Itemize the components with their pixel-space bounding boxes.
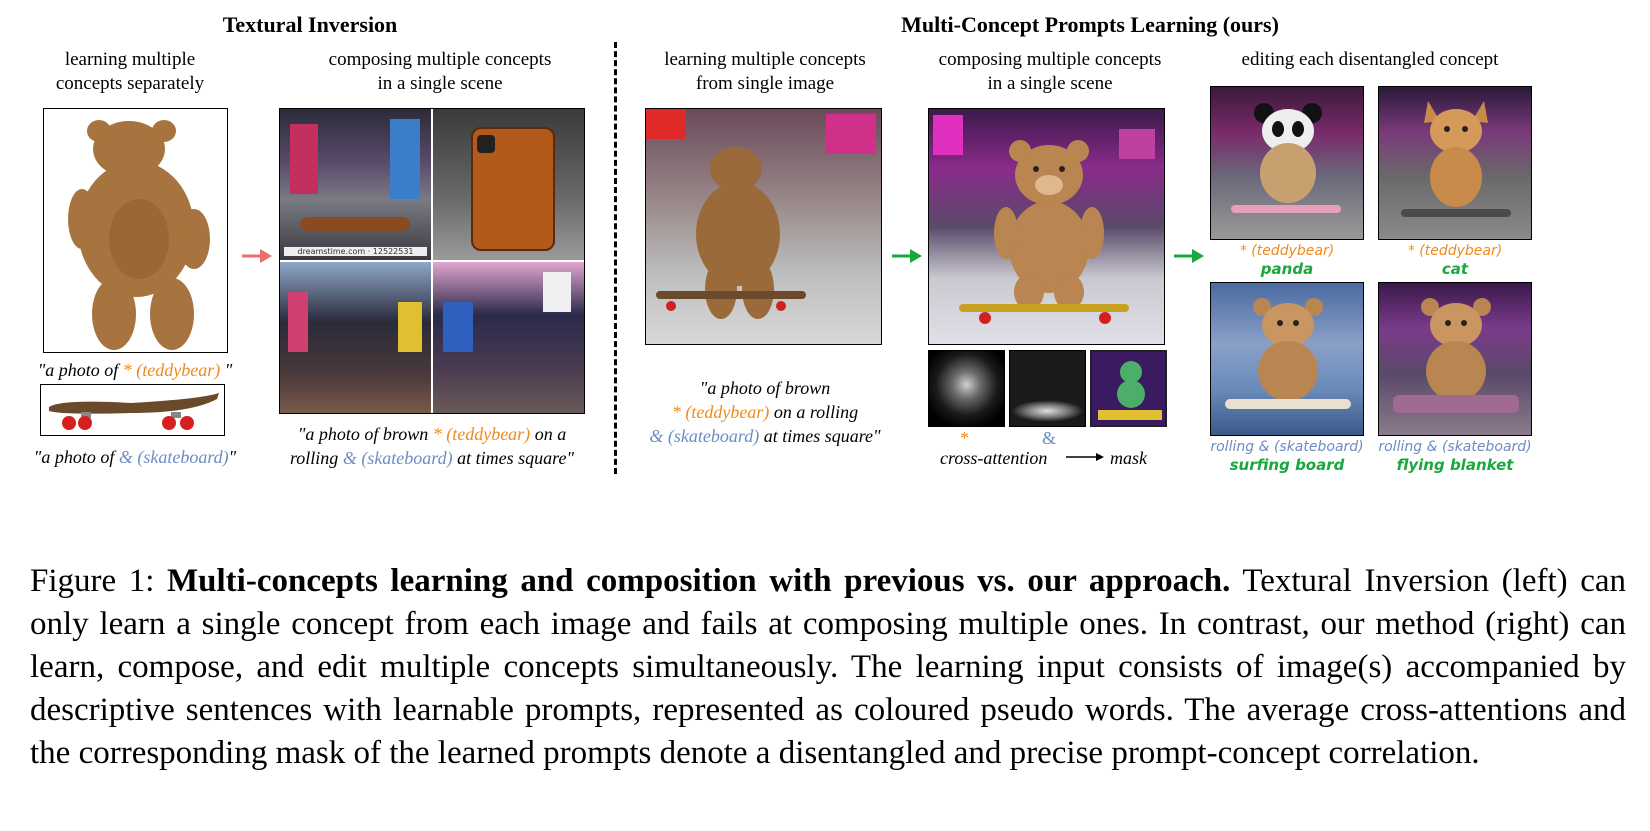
arrow-right-icon: [892, 249, 922, 263]
right-learn-prompt: "a photo of brown * (teddybear) on a rol…: [630, 376, 900, 448]
subtitle-line: from single image: [695, 73, 835, 94]
prompt-text: on a: [530, 424, 567, 444]
left-prompt-skateboard: "a photo of & (skateboard)": [20, 445, 250, 469]
compose-prompt-line: "a photo of brown * (teddybear) on a: [262, 422, 602, 446]
mask-label: mask: [1110, 448, 1147, 468]
teddybear-token: * (teddybear): [671, 402, 770, 422]
prompt-text: rolling: [289, 448, 343, 468]
ti-grid-street-2: [280, 262, 431, 413]
edit-word: flying blanket: [1396, 456, 1514, 474]
teddybear-token: * (teddybear): [1239, 243, 1335, 259]
prompt-text: at times square": [759, 426, 881, 446]
source-image: [645, 108, 882, 345]
left-heading: Textural Inversion: [222, 12, 398, 37]
right-col1-subtitle: learning multiple concepts from single i…: [630, 48, 900, 96]
prompt-text: at times square": [452, 448, 575, 468]
edit-flying-blanket-image: [1378, 282, 1532, 436]
edit-caption-panda: * (teddybear) panda: [1210, 242, 1364, 278]
edit-caption-surfing-board: rolling & (skateboard) surfing board: [1204, 438, 1370, 474]
prompt-text: "a photo of: [37, 360, 123, 380]
attn-star-label: *: [960, 428, 969, 448]
skateboard-token: & (skateboard): [342, 448, 453, 468]
attn-amp-label: &: [1042, 428, 1057, 448]
ti-grid-object: [433, 109, 584, 260]
composed-image: [928, 108, 1165, 345]
edit-panda-image: [1210, 86, 1364, 240]
right-col2-subtitle: composing multiple concepts in a single …: [920, 48, 1180, 96]
caption-label: Figure 1:: [30, 563, 155, 599]
figure-caption: Figure 1: Multi-concepts learning and co…: [30, 560, 1626, 775]
compose-prompt-line: rolling & (skateboard) at times square": [262, 446, 602, 470]
prompt-text: ": [220, 360, 233, 380]
arrow-right-icon: [1174, 249, 1204, 263]
subtitle-line: in a single scene: [377, 73, 503, 94]
teddybear-image: [43, 108, 228, 353]
arrow-right-icon: [242, 249, 272, 263]
subtitle-line: concepts separately: [55, 73, 205, 94]
arrow-long-right-icon: [1066, 453, 1104, 461]
skateboard-token: & (skateboard): [649, 426, 760, 446]
ti-grid-street-1: dreamstime.com · 12522531: [280, 109, 431, 260]
teddybear-token: * (teddybear): [122, 360, 221, 380]
left-col1-subtitle: learning multiple concepts separately: [30, 48, 230, 96]
ti-watermark: dreamstime.com · 12522531: [284, 247, 427, 256]
subtitle-line: in a single scene: [987, 73, 1113, 94]
left-prompt-teddybear: "a photo of * (teddybear) ": [20, 358, 250, 382]
skateboard-token: rolling & (skateboard): [1210, 439, 1364, 455]
prompt-text: on a rolling: [769, 402, 859, 422]
edit-caption-cat: * (teddybear) cat: [1378, 242, 1532, 278]
prompt-line: & (skateboard) at times square": [630, 424, 900, 448]
skateboard-token: rolling & (skateboard): [1378, 439, 1532, 455]
skateboard-token: & (skateboard): [118, 447, 229, 467]
cross-attention-label: cross-attention: [940, 448, 1048, 468]
right-col3-subtitle: editing each disentangled concept: [1241, 49, 1499, 70]
subtitle-line: composing multiple concepts: [328, 49, 552, 70]
caption-title: Multi-concepts learning and composition …: [167, 563, 1231, 599]
edit-caption-flying-blanket: rolling & (skateboard) flying blanket: [1372, 438, 1538, 474]
subtitle-line: composing multiple concepts: [938, 49, 1162, 70]
cross-attention-skateboard-map: [1009, 350, 1086, 427]
prompt-text: ": [228, 447, 237, 467]
teddybear-token: * (teddybear): [432, 424, 531, 444]
prompt-text: "a photo of brown: [297, 424, 433, 444]
left-col2-subtitle: composing multiple concepts in a single …: [290, 48, 590, 96]
mask-image: [1090, 350, 1167, 427]
section-divider: [614, 42, 617, 474]
right-heading: Multi-Concept Prompts Learning (ours): [901, 12, 1279, 37]
edit-cat-image: [1378, 86, 1532, 240]
subtitle-line: learning multiple concepts: [664, 49, 866, 70]
skateboard-image: [40, 384, 225, 436]
edit-word: surfing board: [1229, 456, 1345, 474]
ti-grid-street-3: [433, 262, 584, 413]
edit-word: panda: [1260, 260, 1314, 278]
left-compose-prompt: "a photo of brown * (teddybear) on a rol…: [262, 422, 602, 470]
edit-surfing-board-image: [1210, 282, 1364, 436]
cross-attention-teddybear-map: [928, 350, 1005, 427]
subtitle-line: learning multiple: [64, 49, 196, 70]
prompt-line: * (teddybear) on a rolling: [630, 400, 900, 424]
edit-word: cat: [1441, 260, 1469, 278]
ti-composition-grid: dreamstime.com · 12522531: [279, 108, 585, 414]
teddybear-token: * (teddybear): [1407, 243, 1503, 259]
caption-body: Textural Inversion (left) can only learn…: [30, 563, 1627, 771]
prompt-line: "a photo of brown: [699, 378, 831, 398]
prompt-text: "a photo of: [33, 447, 119, 467]
